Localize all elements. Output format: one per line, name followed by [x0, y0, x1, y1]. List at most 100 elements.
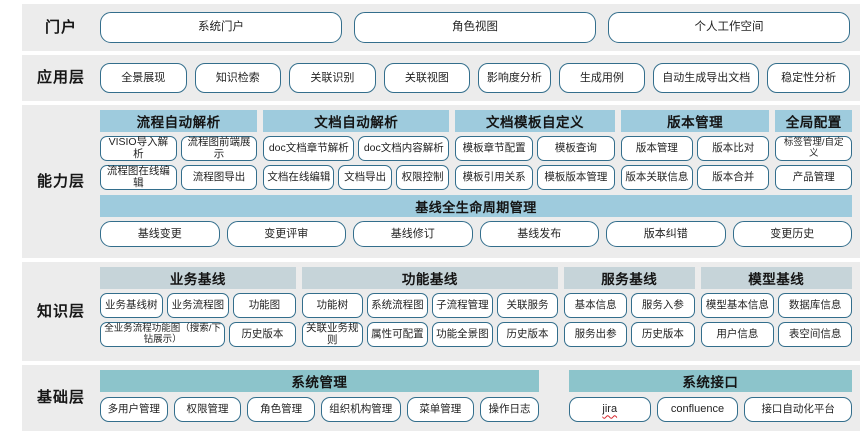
knowledge-row: 功能树 系统流程图 子流程管理 关联服务 — [301, 293, 559, 318]
knowledge-row: 用户信息 表空间信息 — [700, 322, 852, 347]
jira-label: jira — [602, 403, 618, 416]
foundation-item-0-0-0[interactable]: 多用户管理 — [100, 397, 168, 422]
foundation-row: jira confluence 接口自动化平台 — [568, 397, 852, 422]
capability-item-1-1-1[interactable]: 文档导出 — [338, 165, 392, 190]
capability-group-title-0: 流程自动解析 — [100, 110, 258, 132]
knowledge-item-0-0-2[interactable]: 功能图 — [233, 293, 296, 318]
capability-item-1-0-1[interactable]: doc文档内容解析 — [358, 136, 450, 161]
foundation-item-0-0-5[interactable]: 操作日志 — [480, 397, 539, 422]
application-item-1[interactable]: 知识检索 — [194, 63, 282, 93]
layer-knowledge: 知识层 业务基线 业务基线树 业务流程图 功能图 全业务流程功能图（搜索/下钻展… — [22, 262, 860, 361]
capability-item-3-1-0[interactable]: 版本关联信息 — [620, 165, 694, 190]
foundation-item-0-0-4[interactable]: 菜单管理 — [406, 397, 475, 422]
capability-group-document-parse: 文档自动解析 doc文档章节解析 doc文档内容解析 文档在线编辑 文档导出 权… — [263, 110, 450, 190]
capability-item-0-1-0[interactable]: 流程图在线编辑 — [100, 165, 177, 190]
foundation-item-0-0-2[interactable]: 角色管理 — [247, 397, 315, 422]
knowledge-item-3-0-0[interactable]: 模型基本信息 — [700, 293, 775, 318]
knowledge-item-0-0-0[interactable]: 业务基线树 — [100, 293, 163, 318]
application-item-0[interactable]: 全景展现 — [100, 63, 187, 93]
application-item-6[interactable]: 自动生成导出文档 — [653, 63, 760, 93]
knowledge-item-0-0-1[interactable]: 业务流程图 — [166, 293, 230, 318]
layer-capability: 能力层 流程自动解析 VISIO导入解析 流程图前端展示 流程图在线编辑 流程图… — [22, 105, 860, 258]
knowledge-row: 基本信息 服务入参 — [564, 293, 695, 318]
foundation-item-jira[interactable]: jira — [568, 397, 651, 422]
capability-item-2-1-1[interactable]: 模板版本管理 — [537, 165, 615, 190]
knowledge-item-1-1-0[interactable]: 关联业务规则 — [301, 322, 363, 347]
knowledge-item-1-0-0[interactable]: 功能树 — [301, 293, 363, 318]
capability-item-3-0-1[interactable]: 版本比对 — [697, 136, 770, 161]
portal-item-1[interactable]: 角色视图 — [354, 12, 596, 43]
knowledge-item-2-0-1[interactable]: 服务入参 — [631, 293, 695, 318]
foundation-item-0-0-3[interactable]: 组织机构管理 — [320, 397, 401, 422]
knowledge-item-1-1-3[interactable]: 历史版本 — [496, 322, 559, 347]
capability-item-3-0-0[interactable]: 版本管理 — [620, 136, 694, 161]
capability-row: VISIO导入解析 流程图前端展示 — [100, 136, 258, 161]
knowledge-item-1-0-1[interactable]: 系统流程图 — [366, 293, 428, 318]
capability-item-0-1-1[interactable]: 流程图导出 — [180, 165, 258, 190]
capability-row: 版本关联信息 版本合并 — [620, 165, 770, 190]
capability-item-3-1-1[interactable]: 版本合并 — [697, 165, 770, 190]
baseline-item-1[interactable]: 变更评审 — [226, 221, 346, 247]
knowledge-group-service-baseline: 服务基线 基本信息 服务入参 服务出参 历史版本 — [564, 267, 695, 355]
knowledge-item-1-1-2[interactable]: 功能全景图 — [431, 322, 493, 347]
baseline-item-4[interactable]: 版本纠错 — [606, 221, 726, 247]
capability-item-0-0-1[interactable]: 流程图前端展示 — [180, 136, 258, 161]
knowledge-group-title-1: 功能基线 — [301, 267, 559, 289]
baseline-item-2[interactable]: 基线修订 — [353, 221, 473, 247]
knowledge-item-3-0-1[interactable]: 数据库信息 — [778, 293, 852, 318]
capability-baseline-block: 基线全生命周期管理 基线变更 变更评审 基线修订 基线发布 版本纠错 变更历史 — [100, 195, 852, 247]
foundation-body: 系统管理 多用户管理 权限管理 角色管理 组织机构管理 菜单管理 操作日志 系统… — [100, 365, 860, 431]
knowledge-row: 服务出参 历史版本 — [564, 322, 695, 347]
capability-group-template-custom: 文档模板自定义 模板章节配置 模板查询 模板引用关系 模板版本管理 — [455, 110, 615, 190]
knowledge-item-1-1-1[interactable]: 属性可配置 — [366, 322, 428, 347]
capability-row: 模板引用关系 模板版本管理 — [455, 165, 615, 190]
foundation-item-0-0-1[interactable]: 权限管理 — [173, 397, 242, 422]
knowledge-item-2-1-0[interactable]: 服务出参 — [564, 322, 628, 347]
foundation-group-title-0: 系统管理 — [100, 370, 539, 392]
foundation-item-api-platform[interactable]: 接口自动化平台 — [744, 397, 852, 422]
portal-item-0[interactable]: 系统门户 — [100, 12, 342, 43]
knowledge-group-title-3: 模型基线 — [700, 267, 852, 289]
application-body: 全景展现 知识检索 关联识别 关联视图 影响度分析 生成用例 自动生成导出文档 … — [100, 63, 860, 93]
foundation-group-system-interface: 系统接口 jira confluence 接口自动化平台 — [568, 370, 852, 425]
capability-item-2-0-0[interactable]: 模板章节配置 — [455, 136, 533, 161]
capability-group-global-config: 全局配置 标签管理/自定义 产品管理 — [775, 110, 852, 190]
capability-groups: 流程自动解析 VISIO导入解析 流程图前端展示 流程图在线编辑 流程图导出 文… — [100, 110, 852, 190]
knowledge-item-3-1-0[interactable]: 用户信息 — [700, 322, 775, 347]
capability-row: 版本管理 版本比对 — [620, 136, 770, 161]
knowledge-item-1-0-2[interactable]: 子流程管理 — [431, 293, 493, 318]
application-item-4[interactable]: 影响度分析 — [478, 63, 551, 93]
application-item-5[interactable]: 生成用例 — [558, 63, 646, 93]
application-item-7[interactable]: 稳定性分析 — [767, 63, 850, 93]
layer-foundation: 基础层 系统管理 多用户管理 权限管理 角色管理 组织机构管理 菜单管理 操作日… — [22, 365, 860, 431]
knowledge-item-0-1-1[interactable]: 历史版本 — [229, 322, 296, 347]
capability-item-4-0-0[interactable]: 标签管理/自定义 — [775, 136, 852, 161]
foundation-group-system-management: 系统管理 多用户管理 权限管理 角色管理 组织机构管理 菜单管理 操作日志 — [100, 370, 539, 425]
portal-button-row: 系统门户 角色视图 个人工作空间 — [100, 12, 850, 43]
baseline-item-5[interactable]: 变更历史 — [732, 221, 852, 247]
portal-item-2[interactable]: 个人工作空间 — [608, 12, 850, 43]
layer-label-knowledge: 知识层 — [36, 302, 85, 320]
knowledge-group-function-baseline: 功能基线 功能树 系统流程图 子流程管理 关联服务 关联业务规则 属性可配置 功… — [301, 267, 559, 355]
capability-item-0-0-0[interactable]: VISIO导入解析 — [100, 136, 177, 161]
capability-item-2-1-0[interactable]: 模板引用关系 — [455, 165, 533, 190]
baseline-item-0[interactable]: 基线变更 — [100, 221, 220, 247]
baseline-button-row: 基线变更 变更评审 基线修订 基线发布 版本纠错 变更历史 — [100, 221, 852, 247]
knowledge-body: 业务基线 业务基线树 业务流程图 功能图 全业务流程功能图（搜索/下钻展示） 历… — [100, 262, 860, 361]
knowledge-item-1-0-3[interactable]: 关联服务 — [496, 293, 559, 318]
capability-item-1-1-0[interactable]: 文档在线编辑 — [263, 165, 335, 190]
capability-item-4-1-0[interactable]: 产品管理 — [775, 165, 852, 190]
capability-item-2-0-1[interactable]: 模板查询 — [537, 136, 615, 161]
knowledge-item-0-1-0[interactable]: 全业务流程功能图（搜索/下钻展示） — [100, 322, 226, 347]
capability-row: 流程图在线编辑 流程图导出 — [100, 165, 258, 190]
application-item-2[interactable]: 关联识别 — [289, 63, 376, 93]
knowledge-item-2-1-1[interactable]: 历史版本 — [631, 322, 695, 347]
knowledge-item-3-1-1[interactable]: 表空间信息 — [778, 322, 852, 347]
baseline-item-3[interactable]: 基线发布 — [479, 221, 599, 247]
capability-item-1-1-2[interactable]: 权限控制 — [395, 165, 450, 190]
foundation-item-confluence[interactable]: confluence — [656, 397, 739, 422]
application-item-3[interactable]: 关联视图 — [383, 63, 471, 93]
knowledge-item-2-0-0[interactable]: 基本信息 — [564, 293, 628, 318]
capability-item-1-0-0[interactable]: doc文档章节解析 — [263, 136, 355, 161]
knowledge-group-title-2: 服务基线 — [564, 267, 695, 289]
